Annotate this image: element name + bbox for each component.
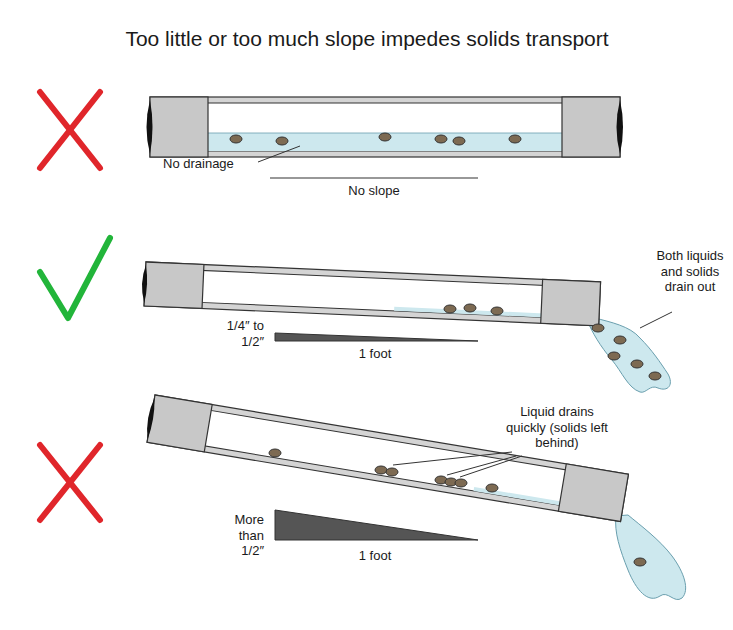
outflow (616, 515, 686, 600)
label-text: Liquid drains quickly (solids left behin… (506, 404, 608, 450)
pipe-steep (144, 395, 628, 522)
label-text: No drainage (163, 156, 234, 171)
leader-line (258, 146, 300, 162)
solid-particle (230, 133, 521, 145)
dimension-label: No slope (348, 183, 399, 199)
dimension-label: 1 foot (359, 548, 392, 564)
label-text: 1 foot (359, 548, 392, 563)
callout-label: Both liquids and solids drain out (656, 248, 724, 295)
label-text: More than 1/2″ (234, 512, 264, 558)
pipe-sloped (141, 262, 600, 326)
outflow (588, 318, 670, 392)
leader-line (393, 452, 522, 477)
slope-wedge (275, 510, 478, 540)
dimension-label: 1/4″ to 1/2″ (218, 318, 264, 349)
pipe-level (147, 97, 624, 157)
slope-wedge (275, 333, 478, 341)
dimension-label: 1 foot (359, 346, 392, 362)
solid-particle (269, 449, 646, 566)
wrong-mark (40, 445, 100, 520)
correct-mark (40, 238, 110, 318)
label-text: 1 foot (359, 346, 392, 361)
leader-line (640, 312, 672, 328)
label-text: Both liquids and solids drain out (656, 248, 723, 294)
solid-particle (444, 304, 661, 380)
diagram-title: Too little or too much slope impedes sol… (125, 26, 608, 51)
label-text: No slope (348, 183, 399, 198)
dimension-label: More than 1/2″ (218, 512, 264, 559)
wrong-mark (40, 92, 100, 168)
dimension-line (270, 177, 478, 178)
callout-label: No drainage (163, 156, 234, 172)
label-text: Too little or too much slope impedes sol… (125, 27, 608, 50)
label-text: 1/4″ to 1/2″ (227, 318, 264, 349)
callout-label: Liquid drains quickly (solids left behin… (504, 404, 610, 451)
